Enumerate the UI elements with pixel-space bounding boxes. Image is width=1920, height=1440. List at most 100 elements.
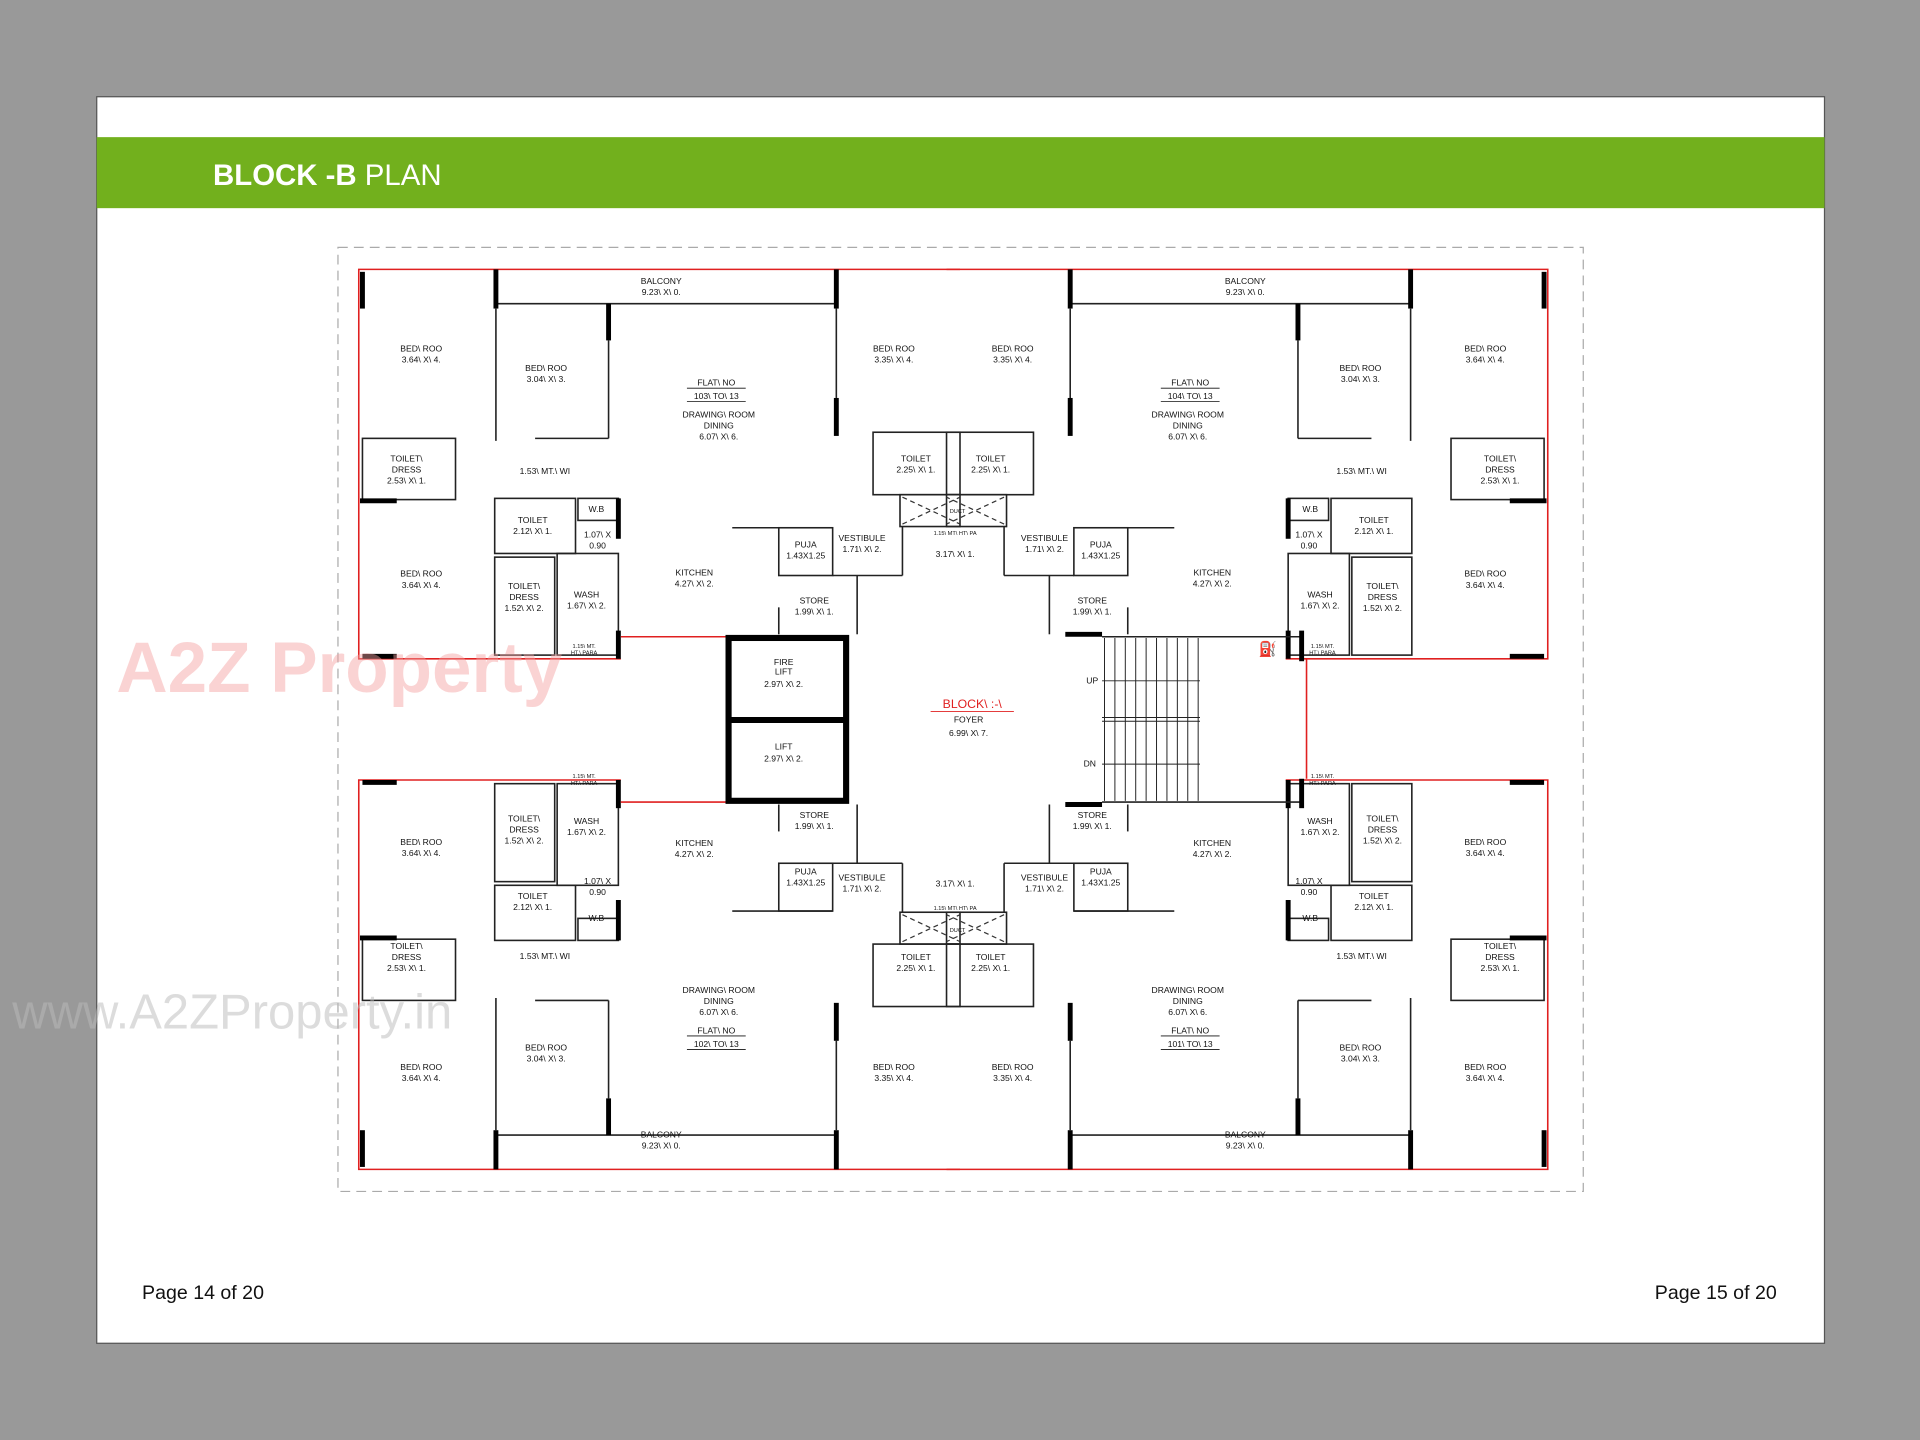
- room-label: DRESS: [392, 952, 422, 962]
- room-label: 4.27\ X\ 2.: [675, 849, 714, 859]
- room-label: 0.90: [589, 887, 606, 897]
- room-label: TOILET\: [1484, 941, 1517, 951]
- duct-top: DUCT: [950, 509, 966, 515]
- room-label: 1.67\ X\ 2.: [1300, 601, 1339, 611]
- room-label: 1.53\ MT.\ WI: [520, 466, 570, 476]
- block-label: BLOCK\ :-\: [943, 697, 1003, 711]
- room-label: BED\ ROO: [1464, 1062, 1506, 1072]
- room-label: DINING: [1173, 421, 1203, 431]
- room-label: 1.71\ X\ 2.: [843, 544, 882, 554]
- stairs-up-label: UP: [1086, 675, 1098, 685]
- room-label: 2.53\ X\ 1.: [387, 476, 426, 486]
- room-label: 2.53\ X\ 1.: [1480, 963, 1519, 973]
- room-label: DRESS: [1368, 592, 1398, 602]
- room-label: 3.64\ X\ 4.: [1466, 354, 1505, 364]
- room-label: TOILET: [901, 952, 932, 962]
- flat-number-label: FLAT\ NO: [1171, 1025, 1209, 1035]
- lift-label: LIFT: [775, 741, 793, 751]
- room-label: STORE: [1078, 810, 1108, 820]
- room-label: BALCONY: [1225, 1130, 1266, 1140]
- room-label: 0.90: [589, 541, 606, 551]
- room-label: 1.52\ X\ 2.: [505, 836, 544, 846]
- room-label: BED\ ROO: [525, 1043, 567, 1053]
- room-label: 2.12\ X\ 1.: [513, 902, 552, 912]
- room-label: BALCONY: [641, 276, 682, 286]
- room-label: BED\ ROO: [400, 569, 442, 579]
- room-label: BED\ ROO: [1464, 569, 1506, 579]
- room-label: PUJA: [795, 866, 817, 876]
- room-label: 2.25\ X\ 1.: [971, 465, 1010, 475]
- room-label: TOILET: [1359, 515, 1390, 525]
- room-label: 9.23\ X\ 0.: [642, 1141, 681, 1151]
- room-label: 1.71\ X\ 2.: [1025, 544, 1064, 554]
- room-label: KITCHEN: [675, 838, 713, 848]
- flat-range-label: 103\ TO\ 13: [694, 391, 739, 401]
- room-label: 1.07\ X: [584, 876, 611, 886]
- core-walls: ⛽: [620, 630, 1308, 809]
- room-label: VESTIBULE: [1021, 872, 1068, 882]
- staircase: [1102, 637, 1200, 801]
- room-label: 1.99\ X\ 1.: [795, 607, 834, 617]
- room-label: TOILET\: [390, 941, 423, 951]
- room-label: 1.43X1.25: [786, 550, 825, 560]
- room-label: TOILET\: [508, 581, 541, 591]
- fire-lift-size: 2.97\ X\ 2.: [764, 679, 803, 689]
- room-label: 2.25\ X\ 1.: [896, 465, 935, 475]
- room-label: HT.\ PARA: [1309, 781, 1336, 787]
- foyer-size: 6.99\ X\ 7.: [949, 728, 988, 738]
- room-label: 1.53\ MT.\ WI: [1336, 951, 1386, 961]
- room-label: 1.07\ X: [1295, 876, 1322, 886]
- room-label: 1.67\ X\ 2.: [567, 827, 606, 837]
- room-label: 1.99\ X\ 1.: [1073, 607, 1112, 617]
- room-label: 1.07\ X: [584, 530, 611, 540]
- room-label: TOILET\: [390, 454, 423, 464]
- room-label: DRAWING\ ROOM: [683, 410, 755, 420]
- room-label: 9.23\ X\ 0.: [642, 287, 681, 297]
- room-label: 1.43X1.25: [1081, 550, 1120, 560]
- room-label: BED\ ROO: [400, 1062, 442, 1072]
- room-label: 4.27\ X\ 2.: [1193, 579, 1232, 589]
- room-label: BED\ ROO: [400, 343, 442, 353]
- room-label: WASH: [1307, 590, 1332, 600]
- room-label: 6.07\ X\ 6.: [1168, 432, 1207, 442]
- room-label: 1.99\ X\ 1.: [1073, 821, 1112, 831]
- flat-walls: [357, 268, 961, 660]
- para-bottom: 1.15\ MT\ HT\ PA: [934, 906, 977, 912]
- passage-top-size: 3.17\ X\ 1.: [936, 549, 975, 559]
- room-label: KITCHEN: [675, 568, 713, 578]
- room-label: 2.25\ X\ 1.: [896, 963, 935, 973]
- room-label: BED\ ROO: [525, 363, 567, 373]
- room-label: KITCHEN: [1193, 838, 1231, 848]
- room-label: BED\ ROO: [873, 343, 915, 353]
- page-number-right: Page 15 of 20: [1655, 1282, 1777, 1304]
- lift-size: 2.97\ X\ 2.: [764, 754, 803, 764]
- room-label: 1.15\ MT.: [573, 774, 597, 780]
- core-labels: BLOCK\ :-\ FOYER 6.99\ X\ 7. FIRE LIFT 2…: [764, 509, 1098, 934]
- room-label: 1.53\ MT.\ WI: [520, 951, 570, 961]
- room-label: BED\ ROO: [1464, 837, 1506, 847]
- room-label: BED\ ROO: [992, 343, 1034, 353]
- room-label: 3.35\ X\ 4.: [874, 1073, 913, 1083]
- room-label: BALCONY: [1225, 276, 1266, 286]
- room-label: 3.04\ X\ 3.: [1341, 1054, 1380, 1064]
- room-label: DRESS: [1485, 952, 1515, 962]
- room-label: 3.04\ X\ 3.: [1341, 374, 1380, 384]
- room-label: TOILET: [1359, 891, 1390, 901]
- room-label: 2.12\ X\ 1.: [513, 526, 552, 536]
- room-label: TOILET: [976, 454, 1007, 464]
- flat-range-label: 102\ TO\ 13: [694, 1039, 739, 1049]
- room-label: DINING: [704, 421, 734, 431]
- room-label: W.B: [1302, 504, 1318, 514]
- foyer-label: FOYER: [954, 714, 984, 724]
- room-label: 2.12\ X\ 1.: [1354, 526, 1393, 536]
- title-band: [96, 137, 1825, 209]
- room-label: BALCONY: [641, 1130, 682, 1140]
- room-label: KITCHEN: [1193, 568, 1231, 578]
- para-top: 1.15\ MT\ HT\ PA: [934, 531, 977, 537]
- room-label: 1.43X1.25: [1081, 877, 1120, 887]
- room-label: DRESS: [1485, 465, 1515, 475]
- room-label: 1.71\ X\ 2.: [843, 883, 882, 893]
- room-label: BED\ ROO: [1464, 343, 1506, 353]
- flat-range-label: 101\ TO\ 13: [1168, 1039, 1213, 1049]
